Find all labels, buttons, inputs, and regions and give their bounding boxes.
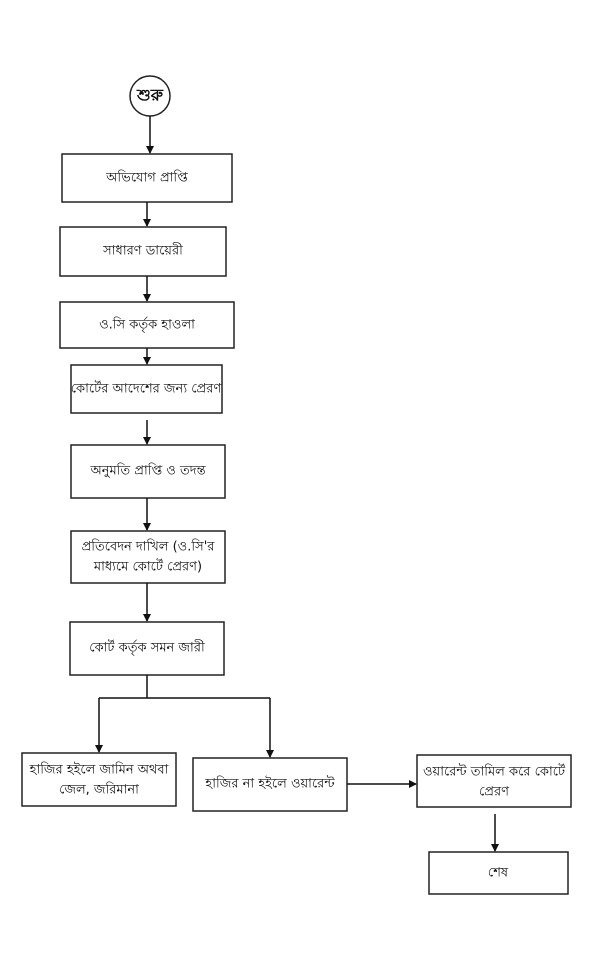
step-general-diary: সাধারণ ডায়েরী — [59, 226, 227, 277]
step-label: সাধারণ ডায়েরী — [102, 243, 183, 259]
step-report-submission: প্রতিবেদন দাখিল (ও.সি'র মাধ্যমে কোর্টে প… — [70, 530, 226, 584]
start-label: শুরু — [136, 86, 164, 105]
start-node: শুরু — [129, 75, 171, 117]
step-complaint-received: অভিযোগ প্রাপ্তি — [61, 153, 233, 203]
branch-label: হাজির না হইলে ওয়ারেন্ট — [204, 776, 335, 792]
step-label: কোর্টের আদেশের জন্য প্রেরণ — [71, 381, 223, 397]
branch-label-line1: হাজির হইলে জামিন অথবা — [29, 762, 169, 778]
step-oc-assignment: ও.সি কর্তৃক হাওলা — [59, 301, 235, 349]
step-label: ও.সি কর্তৃক হাওলা — [99, 317, 195, 333]
step-label: অভিযোগ প্রাপ্তি — [105, 170, 188, 186]
step-sent-for-court-order: কোর্টের আদেশের জন্য প্রেরণ — [70, 364, 223, 414]
step-court-summons: কোর্ট কর্তৃক সমন জারী — [69, 621, 225, 676]
step-permission-investigation: অনুমতি প্রাপ্তি ও তদন্ত — [70, 444, 226, 499]
branch-label-line2: জেল, জরিমানা — [59, 782, 139, 798]
step-label-line1: প্রতিবেদন দাখিল (ও.সি'র — [82, 539, 216, 555]
step-label: অনুমতি প্রাপ্তি ও তদন্ত — [89, 463, 206, 479]
step-label-line2: প্রেরণ — [479, 785, 510, 800]
branch-present-bail-or-jail: হাজির হইলে জামিন অথবা জেল, জরিমানা — [21, 752, 177, 807]
end-label: শেষ — [488, 866, 509, 881]
step-label-line2: মাধ্যমে কোর্টে প্রেরণ) — [93, 559, 202, 575]
step-warrant-served: ওয়ারেন্ট তামিল করে কোর্টে প্রেরণ — [416, 754, 572, 808]
end-node: শেষ — [428, 851, 569, 895]
step-label-line1: ওয়ারেন্ট তামিল করে কোর্টে — [423, 764, 566, 780]
step-label: কোর্ট কর্তৃক সমন জারী — [89, 640, 205, 656]
branch-absent-warrant: হাজির না হইলে ওয়ারেন্ট — [192, 757, 348, 812]
